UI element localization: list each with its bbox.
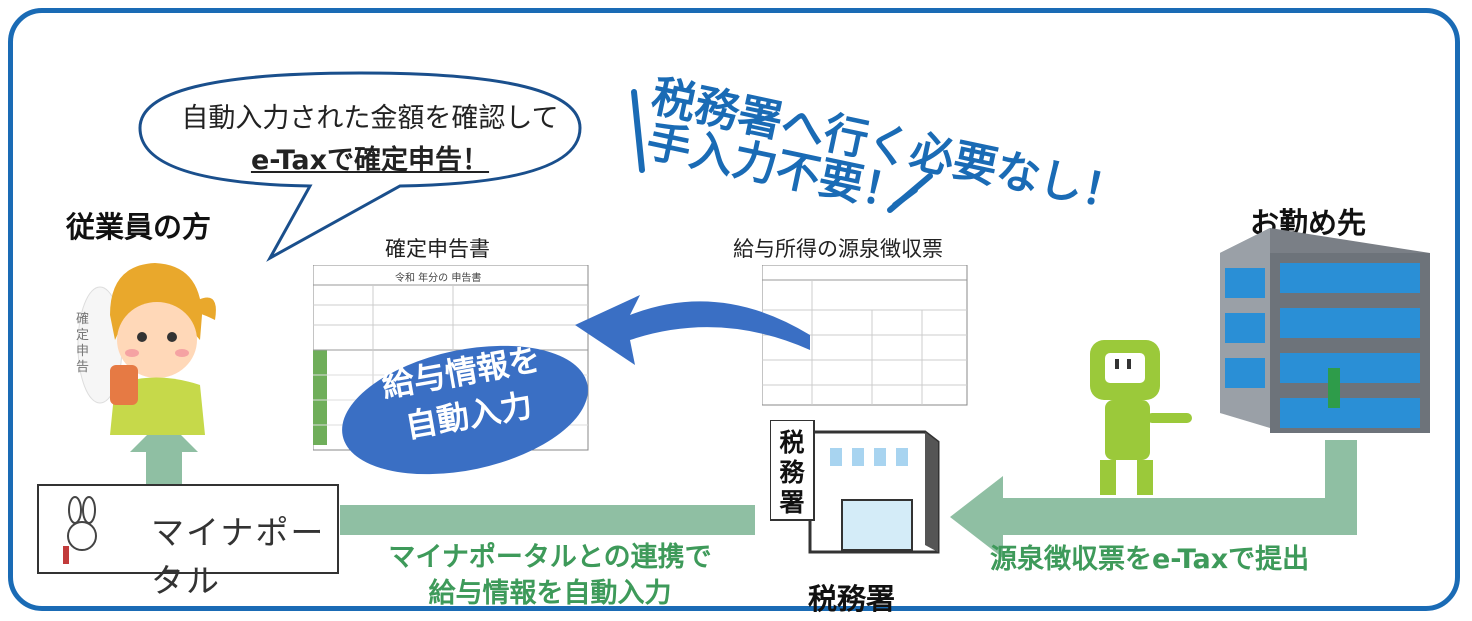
submit-arrow	[950, 476, 1357, 558]
headline-accent-icon	[631, 89, 933, 213]
return-form-title: 令和 年分の 申告書	[395, 273, 482, 284]
portal-caption-line-1: マイナポータルとの連携で	[388, 542, 712, 573]
employee-label: 従業員の方	[66, 210, 212, 244]
speech-bubble: 自動入力された金額を確認して e-Taxで確定申告！	[135, 98, 605, 182]
employee-sign: 確定申告	[76, 312, 90, 375]
auto-fill-blob	[342, 345, 588, 475]
speech-bubble-icon	[138, 71, 582, 262]
withholding-caption: 給与所得の源泉徴収票	[733, 237, 943, 261]
submit-caption: 源泉徴収票をe-Taxで提出	[990, 544, 1310, 575]
return-form-caption: 確定申告書	[385, 237, 490, 261]
myna-portal-label: マイナポータル	[151, 513, 326, 600]
portal-caption: マイナポータルとの連携で 給与情報を自動入力	[355, 540, 745, 612]
portal-caption-line-2: 給与情報を自動入力	[428, 578, 672, 609]
rabbit-icon	[63, 496, 97, 564]
tax-office-icon	[770, 420, 940, 554]
person-icon	[77, 263, 216, 435]
tax-office-label: 税務署	[808, 582, 896, 616]
mascot-icon	[1090, 340, 1192, 495]
portal-bar	[340, 505, 755, 535]
up-arrow-head	[130, 418, 198, 452]
bubble-line-1: 自動入力された金額を確認して	[181, 103, 559, 134]
building-icon	[1220, 228, 1430, 433]
tax-office-sign: 税務署	[779, 428, 805, 517]
up-arrow-shaft	[146, 450, 182, 486]
myna-portal-box: マイナポータル	[37, 484, 339, 600]
curved-arrow-icon	[575, 295, 810, 365]
bubble-line-2: e-Taxで確定申告！	[250, 145, 490, 176]
